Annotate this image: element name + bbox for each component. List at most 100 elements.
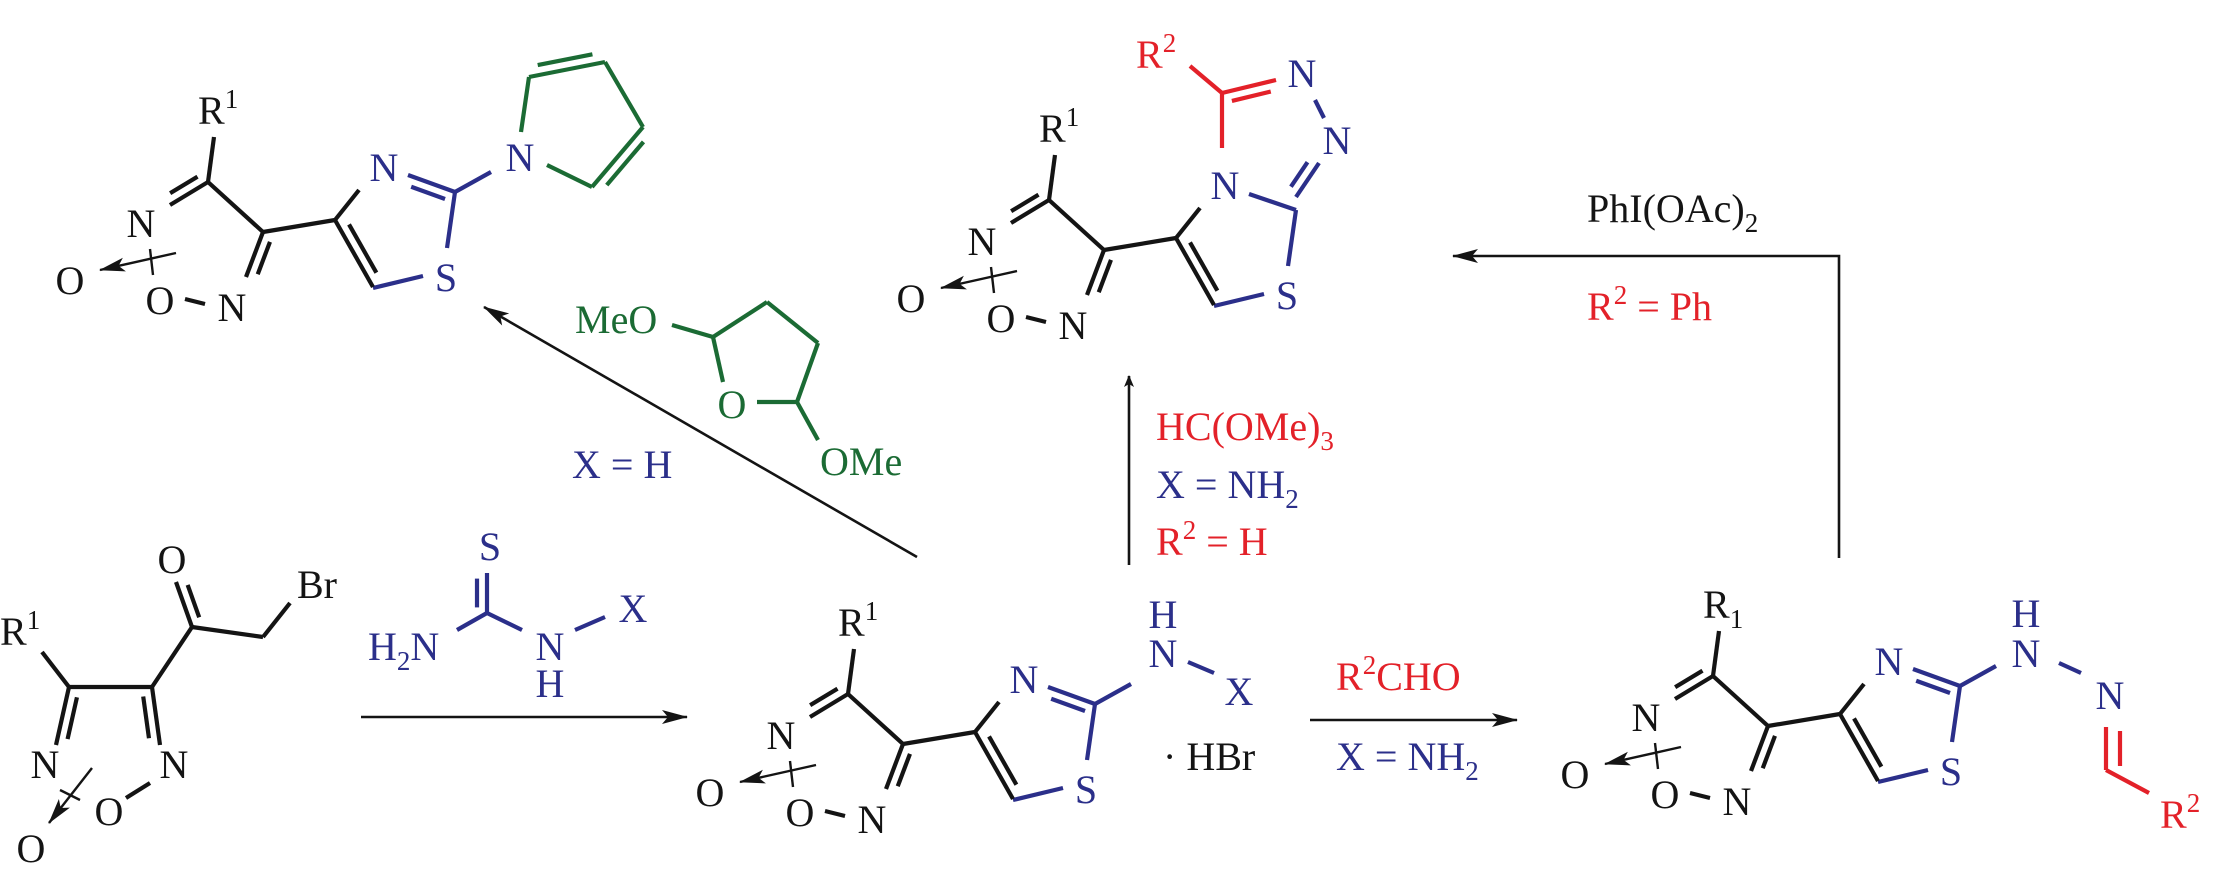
r1-label-sup: 1 (865, 596, 879, 626)
r2-label-sup: 2 (2187, 788, 2201, 818)
double-bond (528, 59, 606, 80)
ring-link-bond (902, 729, 976, 747)
substituent-bond (1093, 682, 1133, 706)
furoxan-o-label-text: O (1651, 772, 1680, 817)
double-bond-inner (1096, 259, 1113, 293)
furoxan-n-label: N (160, 742, 189, 787)
n-oxide-o-label-text: O (696, 770, 725, 815)
condition-orthoformate: HC(OMe)3 (1156, 404, 1334, 456)
double-bond-inner (1674, 668, 1704, 690)
ring-link-bond (262, 217, 336, 235)
condition-r2-h: R2 = H (1156, 515, 1268, 564)
furoxan-n-label: N (218, 285, 247, 330)
r2-label-text: R (1136, 32, 1163, 77)
furoxan-n-label: N (1632, 695, 1661, 740)
bond (546, 163, 593, 189)
thiourea-nh-n-label-text: N (536, 624, 565, 669)
thiazole-n-label-text: N (1875, 639, 1904, 684)
condition-phi-oac2: PhI(OAc)2 (1587, 186, 1758, 238)
double-bond (590, 125, 645, 189)
bond (846, 692, 905, 746)
thiourea-h2n-label-text: H (368, 624, 397, 669)
dimethoxythf-ome-label: OMe (820, 439, 902, 484)
bond (973, 700, 1001, 734)
pyrrole-n-label-text: N (506, 135, 535, 180)
n-oxide-cross (148, 248, 155, 276)
double-bond-inner (255, 241, 272, 275)
double-bond (1221, 77, 1277, 96)
condition-x-h: X = H (572, 442, 672, 487)
r2-bond (2105, 768, 2150, 795)
thiourea-x-label: X (619, 586, 648, 631)
ring-o-n-bond (124, 781, 152, 800)
bond (1012, 785, 1064, 803)
dimethoxythf-meo-label: MeO (575, 297, 657, 342)
double-bond-inner (1289, 160, 1310, 188)
bond (603, 60, 645, 129)
n-oxide-arrow (99, 251, 177, 272)
double-bond-inner (1760, 735, 1777, 769)
furoxan-o-label: O (95, 789, 124, 834)
n-oxide-o-label-text: O (1561, 752, 1590, 797)
dimethoxythf-o-label-text: O (718, 382, 747, 427)
double-bond-inner (1188, 241, 1220, 292)
ring-o-n-bond (1025, 314, 1047, 325)
triazole-n-label-text: N (1323, 118, 1352, 163)
furoxan-o-label-text: O (987, 296, 1016, 341)
double-bond (973, 730, 1015, 801)
bond (795, 342, 820, 403)
bond (1084, 703, 1098, 761)
r2-bond (1188, 64, 1224, 95)
bond (1838, 682, 1866, 716)
double-bond (1912, 667, 1961, 688)
n-oxide-o-label: O (696, 770, 725, 815)
condition-r2-h-text: = H (1196, 519, 1267, 564)
furoxan-o-label: O (146, 278, 175, 323)
reaction-arrow-oxidation (1452, 249, 1841, 558)
double-bond (1294, 161, 1321, 199)
n-oxide-o-label-text: O (56, 258, 85, 303)
r1-bond (1710, 630, 1722, 677)
reaction-arrow-pyrrole (483, 305, 918, 559)
double-bond-inner (987, 735, 1019, 786)
double-bond (407, 173, 456, 194)
furoxan-n-label-text: N (767, 713, 796, 758)
thiazole-n-label-text: N (1010, 657, 1039, 702)
furoxan-n-label-text: N (1723, 779, 1752, 824)
ring-o-n-bond (824, 808, 846, 819)
double-bond (53, 686, 72, 746)
thiazole-s-label: S (1940, 749, 1962, 794)
condition-r2-h-text: R (1156, 519, 1183, 564)
double-bond-inner (1010, 192, 1040, 214)
nh-h-label: H (1149, 592, 1178, 637)
double-bond-inner (537, 52, 593, 68)
pyrrole-n-label: N (506, 135, 535, 180)
furoxan-n-label: N (1059, 303, 1088, 348)
double-bond (244, 231, 265, 278)
r2-label-text: R (2160, 792, 2187, 837)
furoxan-n-label-text: N (127, 201, 156, 246)
n-oxide-o-label: O (17, 826, 46, 871)
triazole-n-label: N (1323, 118, 1352, 163)
double-bond (1838, 712, 1880, 783)
double-bond-inner (1915, 678, 1951, 695)
bond (711, 300, 769, 339)
condition-r2-ph-text: R (1587, 284, 1614, 329)
r1-label-sup: 1 (27, 605, 41, 635)
condition-r2-h-sup: 2 (1183, 515, 1197, 545)
furoxan-o-label-text: O (146, 278, 175, 323)
x-label-text: X (1225, 669, 1254, 714)
bond (518, 76, 532, 133)
condition-r2-ph-text: = Ph (1627, 284, 1712, 329)
double-bond (174, 581, 194, 628)
x-label: X (1225, 669, 1254, 714)
condition-x-h-text: X = H (572, 442, 672, 487)
furoxan-n-label: N (858, 797, 887, 842)
double-bond (149, 686, 163, 746)
r1-label: R1 (1703, 582, 1743, 634)
r1-label: R1 (198, 84, 238, 133)
hbr-salt-label-text: · HBr (1163, 734, 1255, 779)
bond (1285, 209, 1299, 267)
furoxan-n-label: N (968, 219, 997, 264)
